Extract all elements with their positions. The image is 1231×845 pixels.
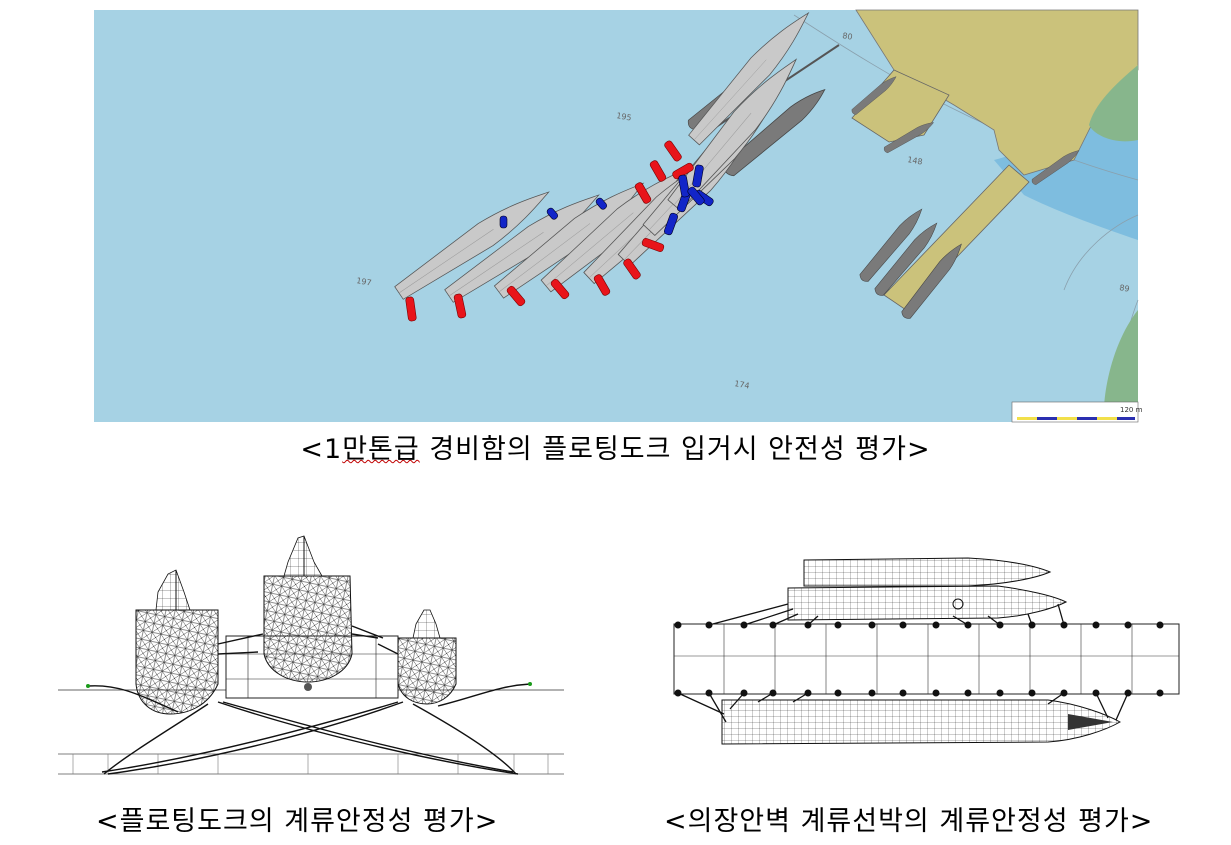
- moored-ship-lower: [721, 699, 1122, 745]
- quay-mooring-diagram: [668, 554, 1183, 748]
- green-area-1: [1089, 65, 1138, 142]
- depth-label: 80: [842, 31, 854, 42]
- green-area-2: [1103, 310, 1138, 422]
- moored-ship-inner: [787, 585, 1068, 621]
- pier-upper: [851, 69, 950, 143]
- scale-bar: 120 m: [1011, 401, 1143, 423]
- depth-label: 174: [734, 379, 751, 391]
- moored-ship-outer: [803, 557, 1052, 587]
- depth-label: 197: [356, 276, 373, 288]
- floating-dock-entry-map: 80 195 148 197 174 89 120 m: [94, 4, 1143, 423]
- floating-dock-mooring-diagram: [58, 534, 564, 778]
- caption-top-underlined: 만톤급: [342, 434, 420, 465]
- caption-top-prefix: <1: [300, 434, 343, 465]
- caption-top-rest: 경비함의 플로팅도크 입거시 안전성 평가>: [419, 434, 931, 465]
- depth-label: 195: [616, 111, 633, 123]
- depth-label: 89: [1119, 283, 1131, 294]
- caption-bottom-right: <의장안벽 계류선박의 계류안정성 평가>: [664, 806, 1154, 837]
- ship-right: [397, 609, 457, 705]
- caption-bottom-left: <플로팅도크의 계류안정성 평가>: [96, 806, 499, 837]
- ship-center: [263, 535, 353, 691]
- depth-label: 148: [907, 155, 924, 167]
- caption-top: <1만톤급 경비함의 플로팅도크 입거시 안전성 평가>: [0, 427, 1231, 466]
- scale-bar-label: 120 m: [1120, 406, 1143, 414]
- ship-left: [135, 569, 219, 715]
